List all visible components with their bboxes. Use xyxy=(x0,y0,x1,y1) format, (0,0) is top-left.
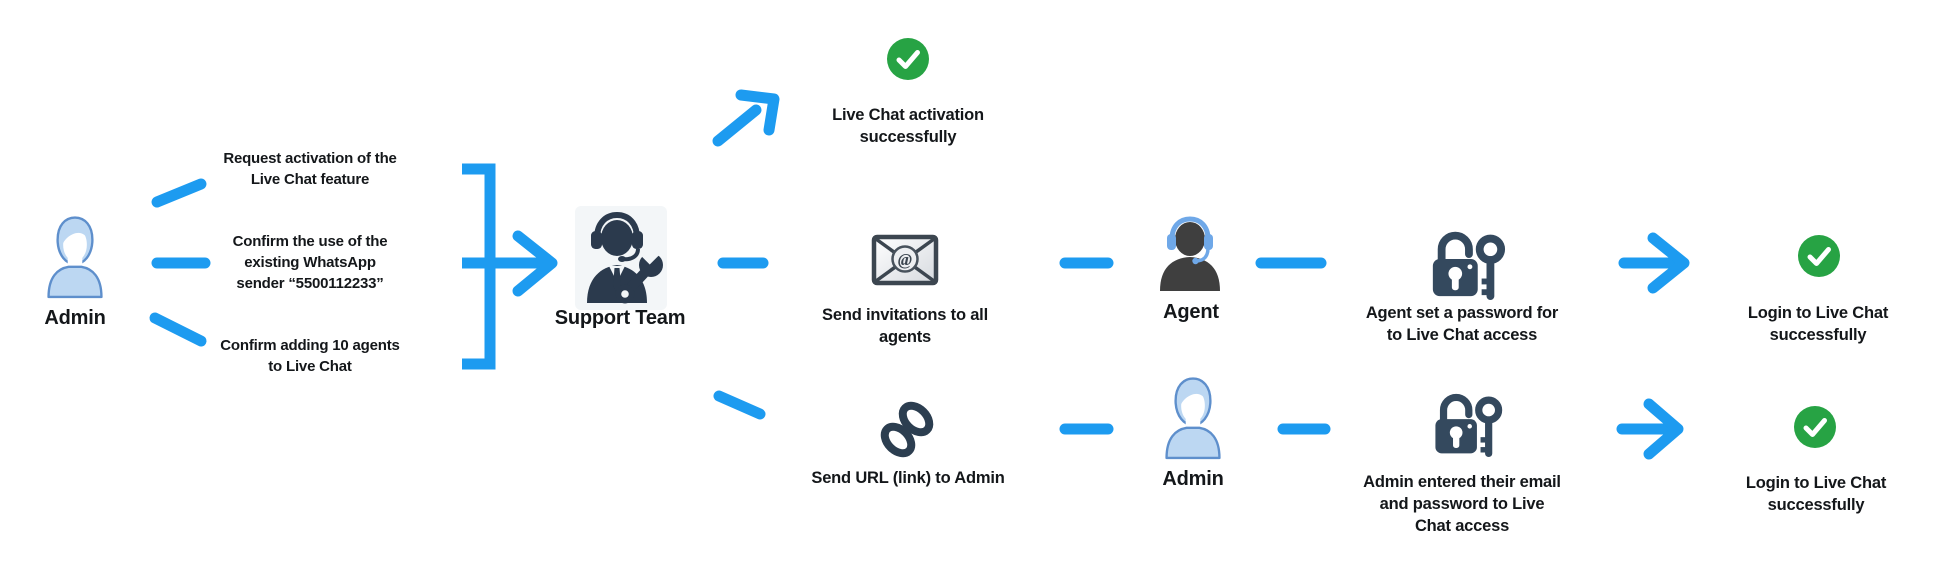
email-envelope-icon: @ xyxy=(871,234,939,286)
success-check-icon-activation xyxy=(887,38,929,80)
agent-login-success-caption: Login to Live Chat successfully xyxy=(1747,304,1889,344)
at-symbol: @ xyxy=(898,250,912,269)
success-check-icon-agent-login xyxy=(1798,235,1840,277)
confirm-sender-message: Confirm the use of the existing WhatsApp… xyxy=(232,233,388,292)
bracket-arrow-head xyxy=(512,230,558,297)
agent-label: Agent xyxy=(1163,301,1219,323)
arrow-activation-tail xyxy=(712,104,762,147)
send-url-caption: Send URL (link) to Admin xyxy=(811,469,1005,487)
arrow-activation-head xyxy=(735,89,780,136)
lock-and-key-icon-agent xyxy=(1432,231,1506,300)
admin-login-success-caption: Login to Live Chat successfully xyxy=(1745,474,1887,514)
connector-admin-msg1 xyxy=(151,178,207,208)
agent-set-password-caption: Agent set a password for to Live Chat ac… xyxy=(1365,304,1559,344)
url-link-icon xyxy=(880,401,934,458)
send-invitations-caption: Send invitations to all agents xyxy=(822,306,988,346)
admin-bottom-avatar-icon xyxy=(1165,377,1221,460)
success-check-icon-admin-login xyxy=(1794,406,1836,448)
activation-success-caption: Live Chat activation successfully xyxy=(832,106,984,146)
agent-avatar-icon xyxy=(1160,216,1220,291)
support-team-tile xyxy=(575,206,667,310)
connector-support-link xyxy=(713,390,766,420)
arrow-admin-login-head xyxy=(1643,398,1684,460)
admin-avatar-icon xyxy=(47,216,103,299)
admin-bottom-label: Admin xyxy=(1162,468,1224,490)
headset-band xyxy=(594,211,640,239)
connector-admin-msg3 xyxy=(149,312,207,347)
arrow-agent-login-head xyxy=(1647,232,1690,294)
request-activation-message: Request activation of the Live Chat feat… xyxy=(223,150,397,188)
agent-headset-band xyxy=(1169,216,1211,240)
support-team-label: Support Team xyxy=(554,307,686,329)
confirm-agents-message: Confirm adding 10 agents to Live Chat xyxy=(220,337,400,375)
support-team-icon xyxy=(587,211,663,304)
admin-left-label: Admin xyxy=(44,307,106,329)
wrench xyxy=(615,245,663,304)
lock-and-key-icon-admin xyxy=(1435,393,1503,457)
admin-credentials-caption: Admin entered their email and password t… xyxy=(1363,473,1561,535)
